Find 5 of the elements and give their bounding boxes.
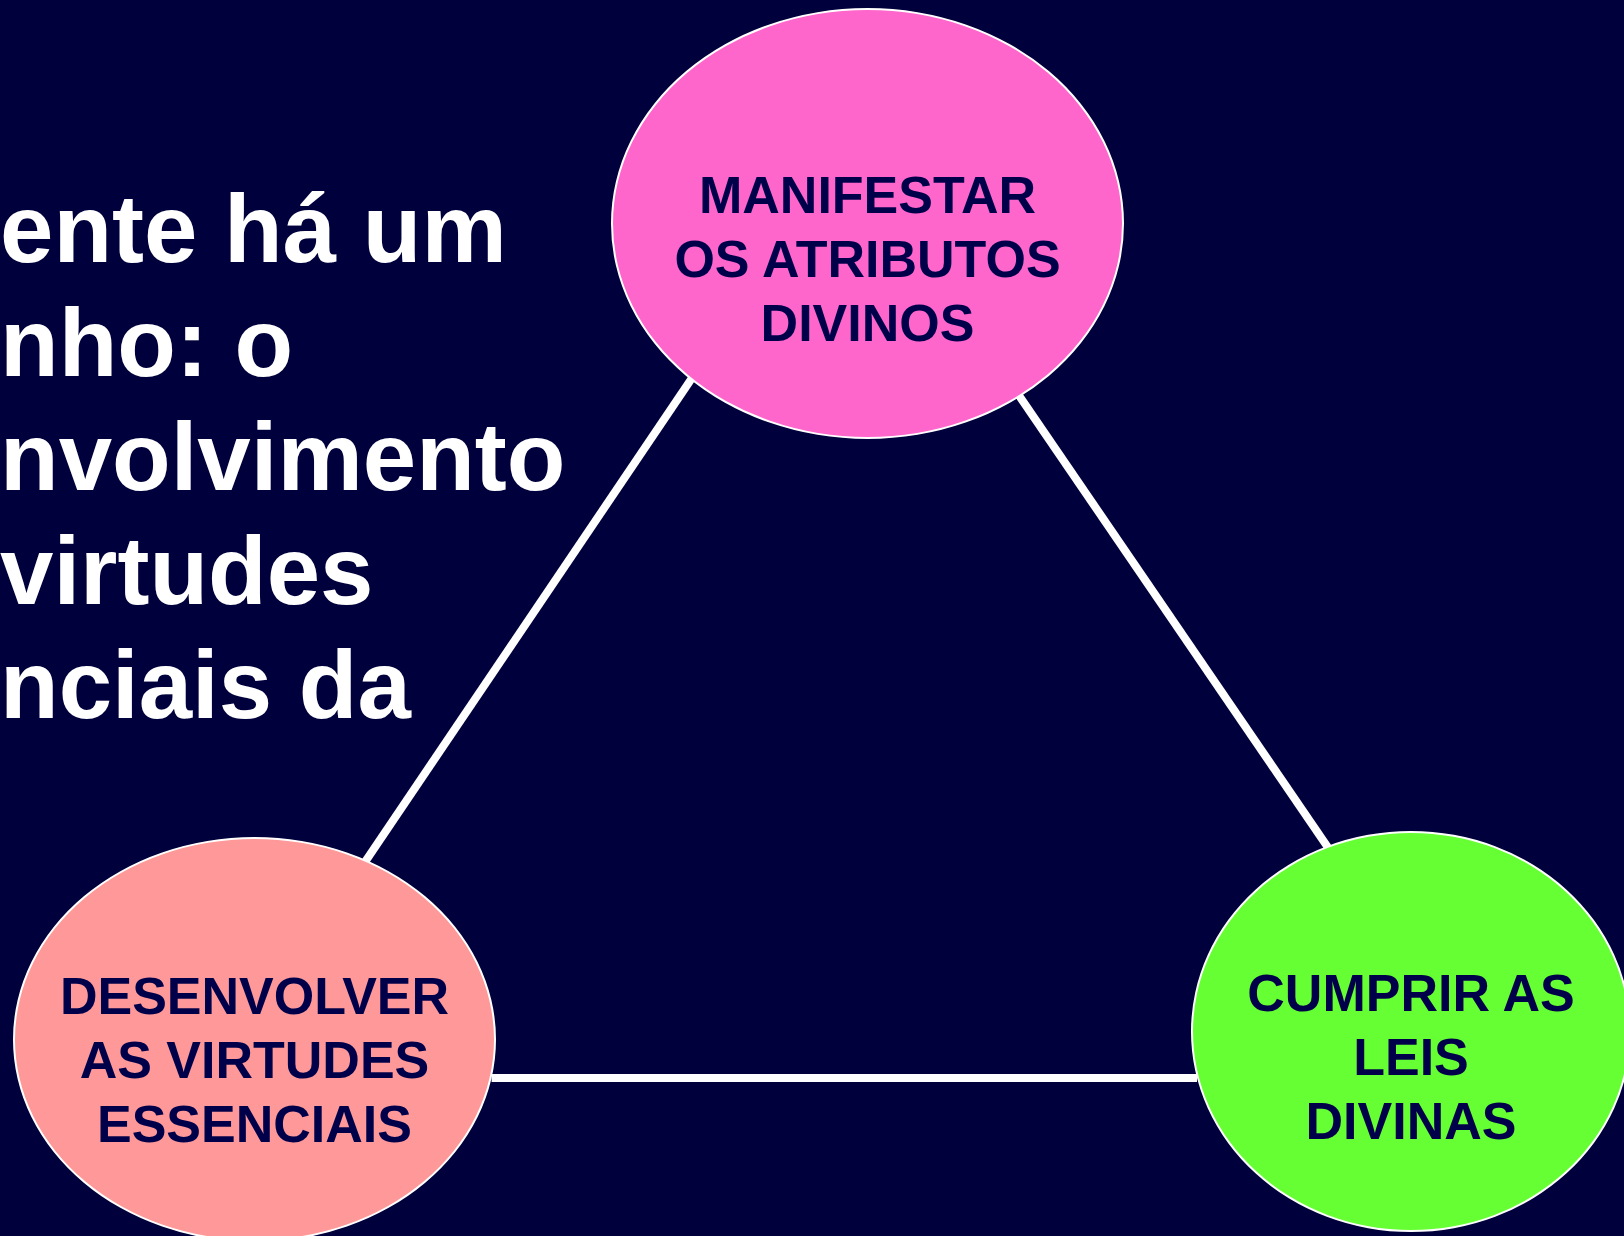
heading-text: ente há um nho: o nvolvimento virtudes nciais da	[0, 174, 567, 740]
node-text: MANIFESTAR OS ATRIBUTOS DIVINOS	[673, 164, 1062, 354]
connector-line	[491, 1074, 1197, 1082]
node-text: CUMPRIR AS LEIS DIVINAS	[1246, 962, 1576, 1152]
node-text: DESENVOLVER AS VIRTUDES ESSENCIAIS	[58, 965, 451, 1155]
